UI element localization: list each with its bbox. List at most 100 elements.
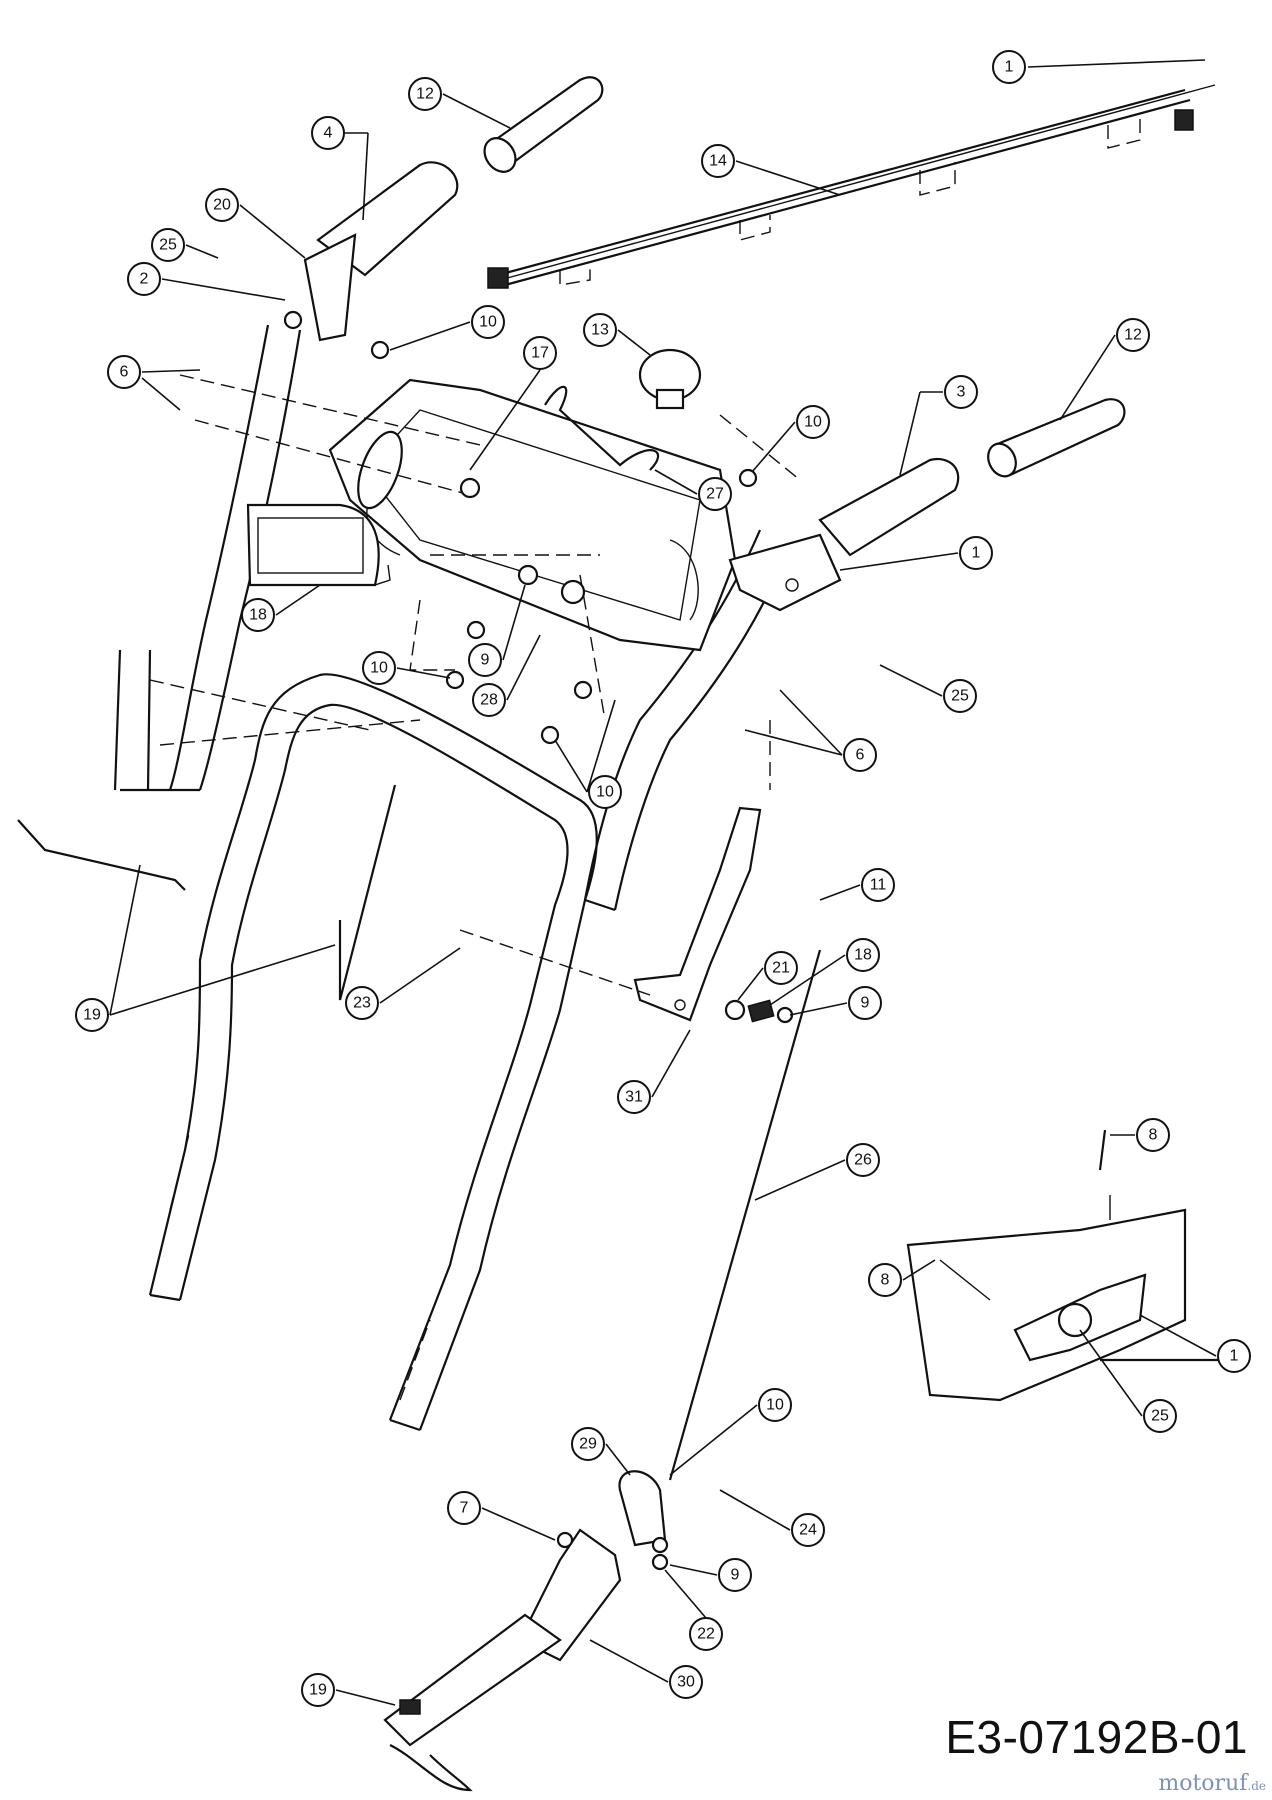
- watermark-logo: motoruf.de: [1158, 1771, 1266, 1796]
- callout-12-top: 12: [408, 77, 511, 129]
- shift-knob: [638, 348, 702, 410]
- svg-text:9: 9: [731, 1567, 740, 1584]
- svg-text:1: 1: [972, 545, 981, 562]
- wire-27: [544, 385, 660, 471]
- svg-text:17: 17: [531, 345, 549, 362]
- svg-text:25: 25: [1151, 1408, 1169, 1425]
- svg-text:10: 10: [804, 414, 822, 431]
- svg-text:10: 10: [370, 660, 388, 677]
- svg-text:28: 28: [480, 692, 498, 709]
- svg-text:27: 27: [706, 486, 724, 503]
- callout-9-bottom: 9: [669, 1558, 752, 1592]
- lower-linkage: [383, 1470, 669, 1792]
- cable-14: [487, 84, 1216, 289]
- svg-text:6: 6: [120, 364, 129, 381]
- callout-13: 13: [583, 313, 651, 356]
- svg-text:18: 18: [854, 947, 872, 964]
- callout-28: 28: [472, 634, 541, 717]
- svg-text:10: 10: [766, 1397, 784, 1414]
- callout-7: 7: [447, 1491, 556, 1541]
- callout-16: 18: [241, 584, 321, 632]
- hardware-nuts: [370, 340, 758, 745]
- callout-23: 23: [345, 947, 461, 1020]
- callout-5: 1: [992, 50, 1206, 84]
- svg-text:12: 12: [1124, 327, 1142, 344]
- callout-6-right: 6: [744, 689, 877, 772]
- right-grip-assembly: [728, 457, 960, 612]
- callout-20: 20: [205, 188, 306, 259]
- callout-9-top: 9: [468, 584, 526, 677]
- drawing-code: E3-07192B-01: [945, 1711, 1248, 1763]
- callout-18: 18: [769, 938, 880, 1006]
- svg-text:2: 2: [140, 271, 149, 288]
- callout-30: 30: [589, 1639, 703, 1699]
- svg-text:21: 21: [772, 960, 790, 977]
- callout-10-bottom: 10: [669, 1388, 792, 1476]
- svg-text:26: 26: [854, 1152, 872, 1169]
- assembly-dashed-lines: [149, 374, 801, 996]
- callout-12-right: 12: [1059, 318, 1150, 421]
- callout-10-d: 10: [554, 699, 622, 809]
- inset-detail: [906, 1129, 1240, 1402]
- control-panel: [328, 378, 737, 652]
- left-handle-tube: [113, 324, 302, 792]
- svg-text:25: 25: [951, 688, 969, 705]
- grip-12-left: [483, 76, 604, 173]
- callout-26: 26: [754, 1143, 880, 1201]
- svg-text:19: 19: [83, 1007, 101, 1024]
- hardware-21-18-9: [724, 999, 794, 1024]
- svg-text:1: 1: [1230, 1348, 1239, 1365]
- svg-text:20: 20: [213, 197, 231, 214]
- headlight: [246, 503, 391, 587]
- callout-25-top: 25: [151, 228, 219, 262]
- svg-text:4: 4: [324, 125, 333, 142]
- callout-19: 19: [301, 1673, 396, 1707]
- callout-10-b: 10: [751, 405, 830, 473]
- svg-text:12: 12: [416, 86, 434, 103]
- svg-text:10: 10: [479, 314, 497, 331]
- svg-text:24: 24: [799, 1522, 817, 1539]
- callout-6-top: 6: [107, 355, 201, 411]
- svg-text:23: 23: [353, 995, 371, 1012]
- right-handle-tube: [583, 529, 792, 912]
- svg-text:8: 8: [1149, 1127, 1158, 1144]
- svg-text:14: 14: [709, 153, 727, 170]
- svg-text:19: 19: [309, 1682, 327, 1699]
- callout-11: 11: [819, 868, 895, 902]
- svg-text:7: 7: [460, 1500, 469, 1517]
- cable-26: [668, 949, 822, 1481]
- watermark-tld: .de: [1247, 1779, 1266, 1793]
- svg-text:25: 25: [159, 237, 177, 254]
- callout-1-top: 1: [839, 536, 993, 571]
- callout-8-top: 8: [1110, 1118, 1170, 1152]
- svg-text:6: 6: [856, 747, 865, 764]
- left-grip-assembly: [283, 161, 459, 342]
- svg-text:18: 18: [249, 607, 267, 624]
- callout-31: 31: [617, 1029, 691, 1114]
- callout-27: 27: [654, 469, 732, 511]
- callout-22: 22: [664, 1569, 723, 1651]
- svg-text:11: 11: [870, 877, 887, 894]
- svg-text:22: 22: [697, 1626, 715, 1643]
- svg-text:29: 29: [579, 1436, 597, 1453]
- callout-17: 19: [75, 864, 336, 1032]
- bracket-31: [633, 806, 762, 1022]
- rod-17b: [338, 784, 397, 1001]
- svg-text:3: 3: [957, 384, 966, 401]
- svg-text:8: 8: [881, 1272, 890, 1289]
- callout-25-inset: 25: [1079, 1329, 1177, 1433]
- callout-10-c: 10: [362, 651, 451, 685]
- callout-24: 24: [719, 1489, 825, 1547]
- svg-text:9: 9: [861, 995, 870, 1012]
- callout-3: 3: [899, 375, 978, 476]
- svg-text:9: 9: [481, 652, 490, 669]
- callout-21: 21: [737, 951, 798, 1001]
- svg-text:30: 30: [677, 1674, 695, 1691]
- callout-1-inset: 1: [1139, 1314, 1251, 1373]
- lower-handle-frame: [148, 673, 598, 1432]
- svg-text:1: 1: [1005, 59, 1014, 76]
- callout-8-inset: 8: [868, 1259, 936, 1297]
- callout-29: 29: [571, 1427, 631, 1476]
- callout-9-mid: 9: [789, 986, 882, 1020]
- callout-4: 4: [311, 116, 369, 221]
